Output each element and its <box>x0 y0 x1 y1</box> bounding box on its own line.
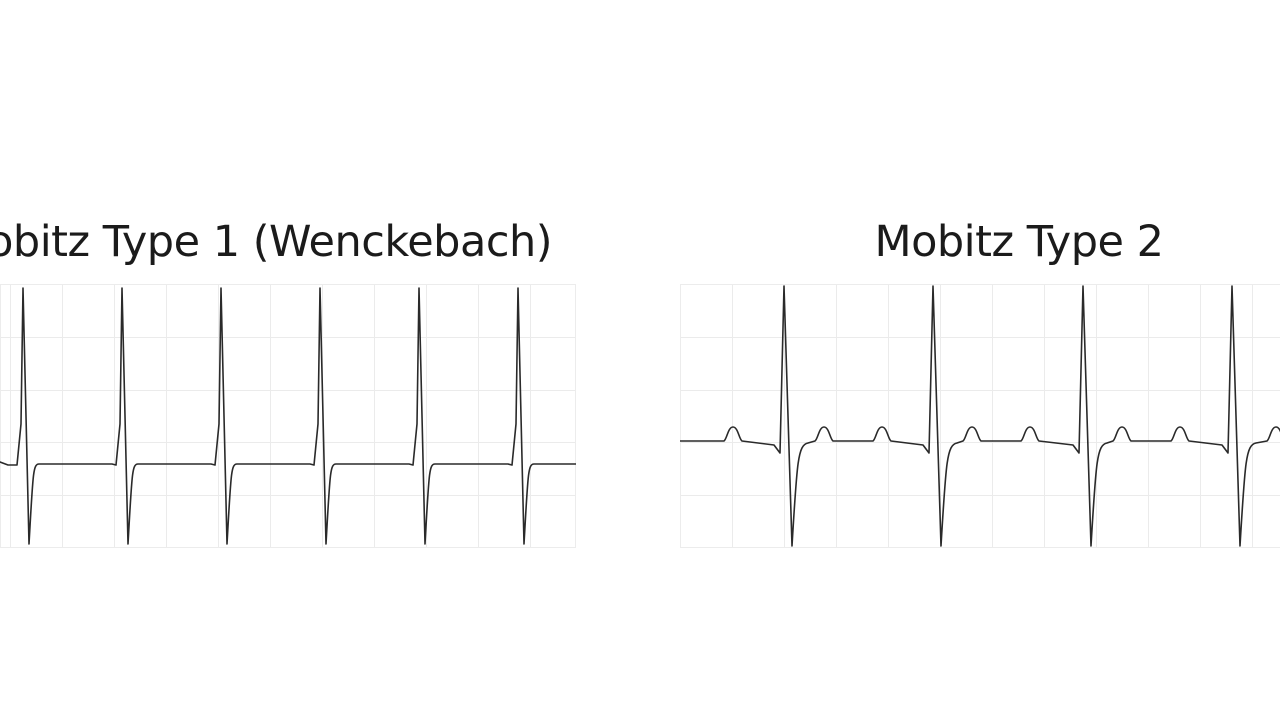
ecg-trace-mobitz-2 <box>680 285 1280 547</box>
ecg-grid <box>680 284 1280 548</box>
ecg-grid <box>0 284 576 548</box>
ecg-border <box>0 284 576 548</box>
ecg-strip-mobitz-2 <box>680 284 1280 548</box>
ecg-svg-mobitz-2 <box>680 284 1280 548</box>
ecg-border <box>680 284 1280 548</box>
ecg-trace-mobitz-1 <box>0 287 576 545</box>
panel-title-mobitz-2: Mobitz Type 2 <box>874 217 1164 267</box>
panel-title-mobitz-1: Mobitz Type 1 (Wenckebach) <box>0 217 553 267</box>
ecg-strip-mobitz-1 <box>0 284 576 548</box>
ecg-svg-mobitz-1 <box>0 284 576 548</box>
